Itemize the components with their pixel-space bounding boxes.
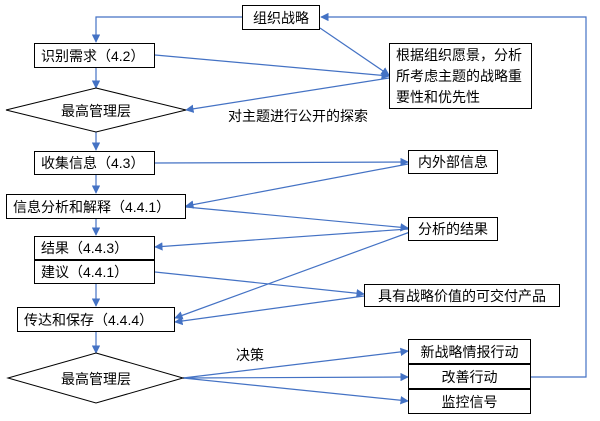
open-explore-label: 对主题进行公开的探索 <box>228 108 368 124</box>
top-management-label-1: 最高管理层 <box>61 103 131 119</box>
arrow-mgmt2-to-new-intel <box>182 347 409 379</box>
arrow-mgmt2-to-monitor <box>182 377 409 405</box>
top-management-diamond-2 <box>6 352 185 404</box>
arrow-vision-to-mgmt1 <box>185 77 390 113</box>
vision-analysis-box: 根据组织愿景，分析所考虑主题的战略重要性和优先性 <box>389 43 532 109</box>
arrow-strategy-to-needs <box>91 16 242 43</box>
improve-action-box: 改善行动 <box>408 364 531 389</box>
communicate-save-box: 传达和保存（4.4.4） <box>17 307 175 332</box>
arrow-resultsbox-to-results <box>154 228 409 251</box>
arrow-deliverables-to-communicate <box>174 295 365 326</box>
org-strategy-box: 组织战略 <box>242 5 320 30</box>
arrow-mgmt2-to-improve <box>182 372 409 382</box>
arrow-needs-to-vision <box>154 54 390 80</box>
arrow-info-to-analyze <box>185 163 409 209</box>
decision-label: 决策 <box>236 347 264 363</box>
top-management-diamond-1 <box>5 87 187 133</box>
analyze-interpret-box: 信息分析和解释（4.4.1） <box>6 194 186 219</box>
top-management-label-2: 最高管理层 <box>61 371 131 387</box>
arrow-improve-to-strategy <box>320 12 587 378</box>
results-box: 结果（4.4.3） <box>34 236 155 260</box>
suggestions-box: 建议（4.4.1） <box>34 260 155 284</box>
monitor-signal-box: 监控信号 <box>408 389 531 414</box>
deliverables-box: 具有战略价值的可交付产品 <box>364 284 560 307</box>
arrow-strategy-to-vision <box>319 27 390 76</box>
arrow-analyze-to-results-box <box>185 206 409 232</box>
identify-needs-box: 识别需求（4.2） <box>34 43 155 68</box>
arrow-resultsbox-to-communicate <box>174 231 411 320</box>
new-intel-action-box: 新战略情报行动 <box>408 339 531 364</box>
arrow-suggest-to-deliverables <box>154 271 365 298</box>
analysis-results-box: 分析的结果 <box>408 217 498 241</box>
collect-info-box: 收集信息（4.3） <box>34 151 155 175</box>
internal-external-info-box: 内外部信息 <box>408 150 498 174</box>
arrow-collect-to-info <box>154 157 409 167</box>
